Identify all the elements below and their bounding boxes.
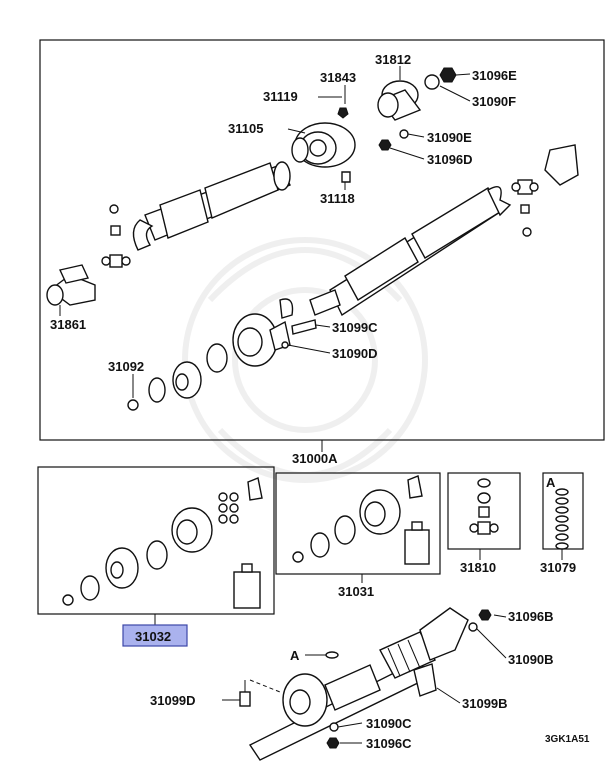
grease-tube-kit — [233, 563, 261, 609]
kit-box-31810 — [447, 472, 521, 550]
washer-31090D — [281, 341, 289, 349]
kit-31032-parts — [62, 477, 263, 609]
kit-31810-parts — [469, 478, 499, 535]
washer-31090B — [468, 622, 478, 632]
ring-31092 — [127, 399, 139, 411]
rear-flange-yoke — [544, 144, 579, 186]
nut-31096B — [478, 609, 492, 621]
center-bearing — [291, 122, 356, 168]
universal-joint-front — [101, 254, 131, 268]
leader-lines — [59, 66, 563, 744]
label-31099D: 31099D — [150, 693, 196, 708]
bottom-cv-housing — [282, 673, 328, 727]
grease-tube-kit2 — [404, 521, 430, 565]
label-31090E: 31090E — [427, 130, 472, 145]
washer-31090C — [329, 722, 339, 732]
kit-31031-parts — [292, 475, 430, 565]
label-31119: 31119 — [263, 89, 298, 104]
cv-outer-race-kit2 — [359, 489, 401, 535]
label-31118: 31118 — [320, 191, 355, 206]
bolt-31099B — [413, 663, 437, 697]
flange-yoke — [377, 80, 422, 121]
label-31812: 31812 — [375, 52, 411, 67]
label-31843: 31843 — [320, 70, 356, 85]
label-ref-A: A — [290, 648, 300, 663]
kit-31079-parts — [555, 488, 569, 550]
front-yoke — [46, 264, 96, 306]
boot-clamp-A — [325, 651, 339, 659]
nut-31119 — [337, 107, 349, 119]
label-31099C: 31099C — [332, 320, 378, 335]
cv-joint-outer-race — [232, 313, 278, 367]
watermark — [182, 237, 428, 483]
label-31861: 31861 — [50, 317, 86, 332]
highlight-31032 — [122, 624, 188, 647]
bearing-cap-rear — [520, 204, 530, 214]
part-labels: 31812 31843 31119 31105 31118 31096E 310… — [50, 52, 590, 751]
label-31810: 31810 — [460, 560, 496, 575]
bearing-cap-front — [110, 225, 121, 236]
washer-31090E — [399, 129, 409, 139]
snap-ring-front — [109, 204, 119, 214]
label-31096B: 31096B — [508, 609, 554, 624]
bottom-boot — [379, 631, 436, 679]
label-31092: 31092 — [108, 359, 144, 374]
label-31090D: 31090D — [332, 346, 378, 361]
label-31096D: 31096D — [427, 152, 473, 167]
retainer-ring-main — [148, 377, 166, 403]
label-31090F: 31090F — [472, 94, 516, 109]
bottom-shaft-assembly — [248, 607, 469, 761]
ball-set-kit — [218, 492, 239, 524]
phantom-line — [249, 679, 281, 693]
label-31090B: 31090B — [508, 652, 554, 667]
washer-31090F — [424, 74, 440, 90]
nut-31096D — [378, 139, 392, 151]
nut-31096C — [326, 737, 340, 749]
kit-box-31032 — [37, 466, 275, 615]
cv-inner-race — [172, 361, 202, 399]
label-31090C: 31090C — [366, 716, 412, 731]
label-31105: 31105 — [228, 121, 263, 136]
label-31096E: 31096E — [472, 68, 517, 83]
label-31096C: 31096C — [366, 736, 412, 751]
front-propeller-shaft — [132, 161, 291, 251]
boot-clamp-main — [279, 298, 294, 319]
nut-31096E — [439, 67, 457, 83]
label-31079: 31079 — [540, 560, 576, 575]
label-kit-A: A — [546, 475, 556, 490]
label-31000A: 31000A — [292, 451, 338, 466]
diagram-code: 3GK1A51 — [545, 734, 590, 745]
cage-ring-main — [206, 343, 228, 373]
cv-outer-race-kit — [171, 507, 213, 553]
bolt-31099D — [239, 680, 251, 707]
label-31032: 31032 — [135, 629, 171, 644]
snap-ring-rear — [522, 227, 532, 237]
bolt-31099C — [291, 319, 317, 335]
label-31099B: 31099B — [462, 696, 508, 711]
rear-propeller-shaft — [309, 186, 512, 317]
bolt-31118 — [341, 171, 351, 183]
cv-inner-race-kit — [105, 547, 139, 589]
universal-joint-rear — [511, 179, 539, 195]
kit-box-31031 — [275, 472, 441, 575]
label-31031: 31031 — [338, 584, 374, 599]
